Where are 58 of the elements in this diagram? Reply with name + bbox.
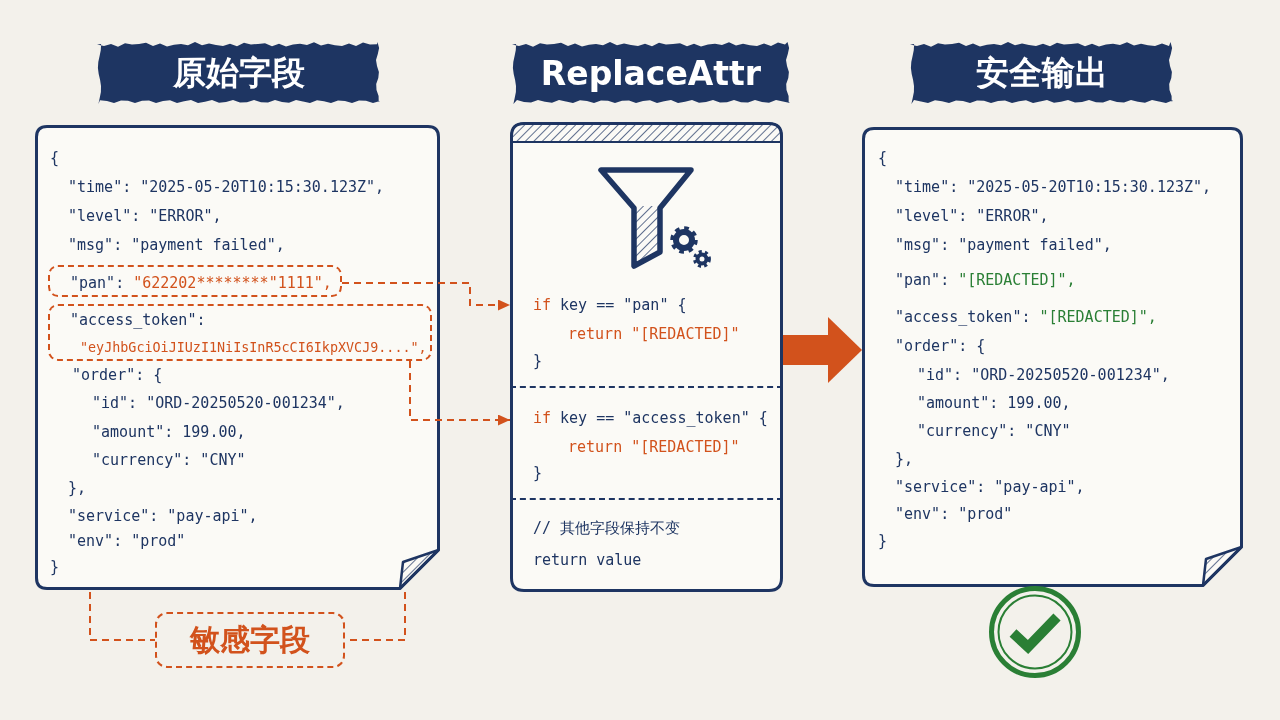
code-text: "env": "prod" <box>895 504 1013 525</box>
code-text: "pan": <box>70 273 125 294</box>
code-text: "msg": "payment failed", <box>895 235 1112 256</box>
code-text: "service": "pay-api", <box>68 506 258 527</box>
code-panel <box>35 125 440 590</box>
code-text: "time": "2025-05-20T10:15:30.123Z", <box>68 177 385 198</box>
code-text: "time": "2025-05-20T10:15:30.123Z", <box>895 177 1212 198</box>
code-text: } <box>878 531 888 552</box>
code-text: "amount": 199.00, <box>917 393 1071 414</box>
code-text: } <box>533 351 543 372</box>
title-banner <box>97 42 380 104</box>
dashed-arrow <box>409 360 511 426</box>
code-text: "622202********"1111", <box>133 273 332 294</box>
code-text: } <box>50 557 60 578</box>
highlight-frame <box>48 265 342 297</box>
function-panel <box>510 122 783 592</box>
code-text: "eyJhbGciOiJIUzI1NiIsInR5cCI6IkpXVCJ9....", <box>80 339 427 357</box>
code-text: }, <box>895 449 914 470</box>
code-text: "msg": "payment failed", <box>68 235 285 256</box>
code-text: "[REDACTED]", <box>958 270 1076 291</box>
code-text: }, <box>68 478 87 499</box>
banner-title: 原始字段 <box>172 51 305 94</box>
code-text: "service": "pay-api", <box>895 477 1085 498</box>
code-text: "[REDACTED]", <box>1039 307 1157 328</box>
label-tag <box>155 612 345 668</box>
code-text: key == "access_token" { <box>560 408 768 429</box>
code-text: "currency": "CNY" <box>917 421 1071 442</box>
code-text: return "[REDACTED]" <box>568 437 740 458</box>
title-banner <box>910 42 1173 104</box>
code-text: "order": { <box>895 336 986 357</box>
code-text: // 其他字段保持不变 <box>533 518 681 539</box>
banner-title: 安全输出 <box>975 51 1108 94</box>
code-text: "level": "ERROR", <box>68 206 222 227</box>
banner-title: ReplaceAttr <box>540 53 762 93</box>
code-text: { <box>878 148 888 169</box>
code-panel <box>862 127 1243 587</box>
code-text: "env": "prod" <box>68 531 186 552</box>
code-text: "currency": "CNY" <box>92 450 246 471</box>
code-text: key == "pan" { <box>560 295 687 316</box>
code-text: "level": "ERROR", <box>895 206 1049 227</box>
title-banner <box>512 42 790 104</box>
code-text: "pan": <box>895 270 950 291</box>
dashed-arrow <box>341 282 511 311</box>
code-text: "access_token": <box>895 307 1031 328</box>
highlight-frame <box>48 304 432 361</box>
code-text: if <box>533 295 552 316</box>
tag-label: 敏感字段 <box>190 620 310 659</box>
code-text: return value <box>533 550 642 571</box>
code-text: { <box>50 148 60 169</box>
code-text: "amount": 199.00, <box>92 422 246 443</box>
code-text: "order": { <box>72 365 163 386</box>
code-text: return "[REDACTED]" <box>568 324 740 345</box>
code-text: } <box>533 463 543 484</box>
block-arrow <box>783 317 862 383</box>
code-text: "id": "ORD-20250520-001234", <box>917 365 1170 386</box>
code-text: if <box>533 408 552 429</box>
code-text: "id": "ORD-20250520-001234", <box>92 393 345 414</box>
code-text: "access_token": <box>70 310 206 331</box>
